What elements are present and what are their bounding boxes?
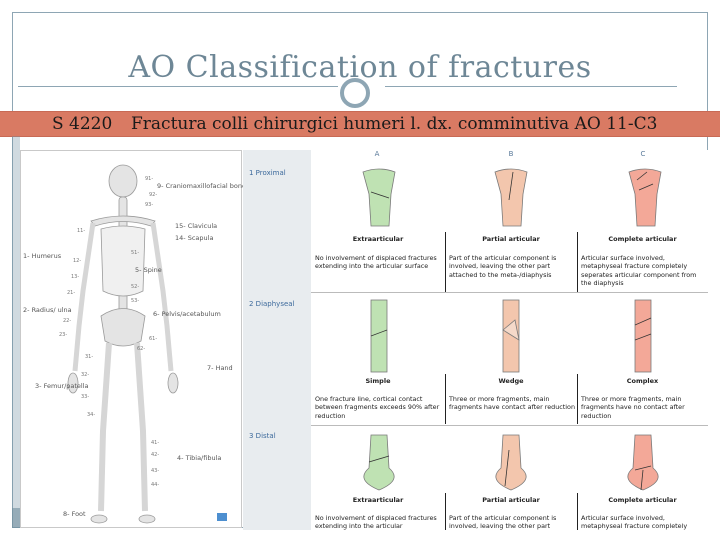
label-craniomaxillofacial: 9- Craniomaxillofacial bones bbox=[157, 182, 250, 190]
specimen-code: S 4220 bbox=[52, 114, 113, 134]
num-41: 41- bbox=[151, 440, 160, 446]
proximal-b-desc: Part of the articular component is invol… bbox=[449, 254, 557, 279]
num-11: 11- bbox=[77, 228, 86, 234]
num-22: 22- bbox=[63, 318, 72, 324]
num-52: 52- bbox=[131, 284, 140, 290]
proximal-b-label: Partial articular bbox=[482, 235, 540, 243]
num-61: 61- bbox=[149, 336, 158, 342]
num-31: 31- bbox=[85, 354, 94, 360]
proximal-col-divider-1 bbox=[445, 232, 446, 292]
num-43: 43- bbox=[151, 468, 160, 474]
num-51: 51- bbox=[131, 250, 140, 256]
skeleton-illustration bbox=[67, 164, 227, 524]
diaphyseal-a-label: Simple bbox=[365, 377, 391, 385]
distal-a-label: Extraarticular bbox=[352, 496, 404, 504]
proximal-c-desc: Articular surface involved, metaphyseal … bbox=[581, 254, 697, 287]
classification-panel: A B C 1 Proximal 2 Diaphyseal 3 Distal bbox=[243, 150, 708, 530]
label-foot: 8- Foot bbox=[63, 510, 86, 518]
diaphyseal-b-desc: Three or more fragments, main fragments … bbox=[449, 395, 576, 412]
distal-c-desc: Articular surface involved, metaphyseal … bbox=[581, 514, 688, 530]
proximal-a-label: Extraarticular bbox=[352, 235, 404, 243]
label-scapula: 14- Scapula bbox=[175, 234, 214, 242]
num-44: 44- bbox=[151, 482, 160, 488]
label-radius-ulna: 2- Radius/ ulna bbox=[23, 306, 72, 314]
distal-b-label: Partial articular bbox=[482, 496, 540, 504]
diaphyseal-a-desc: One fracture line, cortical contact betw… bbox=[315, 395, 440, 420]
num-23: 23- bbox=[59, 332, 68, 338]
distal-b-desc: Part of the articular component is invol… bbox=[449, 514, 557, 530]
label-femur-patella: 3- Femur/patella bbox=[35, 382, 89, 390]
distal-c-label: Complete articular bbox=[608, 496, 677, 504]
column-c-header: C bbox=[640, 150, 646, 158]
column-b-header: B bbox=[508, 150, 514, 158]
distal-col-divider-2 bbox=[577, 493, 578, 530]
label-spine: 5- Spine bbox=[135, 266, 162, 274]
group-sidebar bbox=[243, 150, 311, 530]
num-92: 92- bbox=[149, 192, 158, 198]
num-32: 32- bbox=[81, 372, 90, 378]
ring-ornament-icon bbox=[340, 78, 370, 108]
num-42: 42- bbox=[151, 452, 160, 458]
label-pelvis: 6- Pelvis/acetabulum bbox=[153, 310, 221, 318]
title-rule-right bbox=[385, 86, 677, 87]
num-13: 13- bbox=[71, 274, 80, 280]
label-humerus: 1- Humerus bbox=[23, 252, 62, 260]
row-divider-1 bbox=[311, 292, 708, 293]
left-accent-strip bbox=[12, 136, 20, 528]
distal-col-divider-1 bbox=[445, 493, 446, 530]
group-distal: 3 Distal bbox=[249, 432, 276, 440]
diaphyseal-col-divider-1 bbox=[445, 374, 446, 424]
num-91: 91- bbox=[145, 176, 154, 182]
row-divider-2 bbox=[311, 425, 708, 426]
proximal-c-label: Complete articular bbox=[608, 235, 677, 243]
label-tibia-fibula: 4- Tibia/fibula bbox=[177, 454, 222, 462]
num-62: 62- bbox=[137, 346, 146, 352]
fracture-illustrations bbox=[362, 168, 662, 491]
num-12: 12- bbox=[73, 258, 82, 264]
num-93: 93- bbox=[145, 202, 154, 208]
diaphyseal-b-label: Wedge bbox=[498, 377, 524, 385]
group-diaphyseal: 2 Diaphyseal bbox=[249, 300, 295, 308]
label-clavicula: 15- Clavicula bbox=[175, 222, 218, 230]
label-hand: 7- Hand bbox=[207, 364, 233, 372]
subtitle-banner bbox=[0, 111, 720, 137]
diagnosis-text: Fractura colli chirurgici humeri l. dx. … bbox=[131, 114, 658, 134]
num-33: 33- bbox=[81, 394, 90, 400]
diaphyseal-c-label: Complex bbox=[626, 377, 659, 385]
num-21: 21- bbox=[67, 290, 76, 296]
group-proximal: 1 Proximal bbox=[249, 169, 286, 177]
num-53: 53- bbox=[131, 298, 140, 304]
diaphyseal-c-desc: Three or more fragments, main fragments … bbox=[581, 395, 685, 420]
num-34: 34- bbox=[87, 412, 96, 418]
proximal-col-divider-2 bbox=[577, 232, 578, 292]
title-rule-left bbox=[18, 86, 338, 87]
column-a-header: A bbox=[374, 150, 380, 158]
skeleton-figure: 9- Craniomaxillofacial bones 15- Clavicu… bbox=[20, 150, 249, 528]
proximal-a-desc: No involvement of displaced fractures ex… bbox=[315, 254, 437, 271]
distal-a-desc: No involvement of displaced fractures ex… bbox=[315, 514, 437, 530]
diaphyseal-col-divider-2 bbox=[577, 374, 578, 424]
